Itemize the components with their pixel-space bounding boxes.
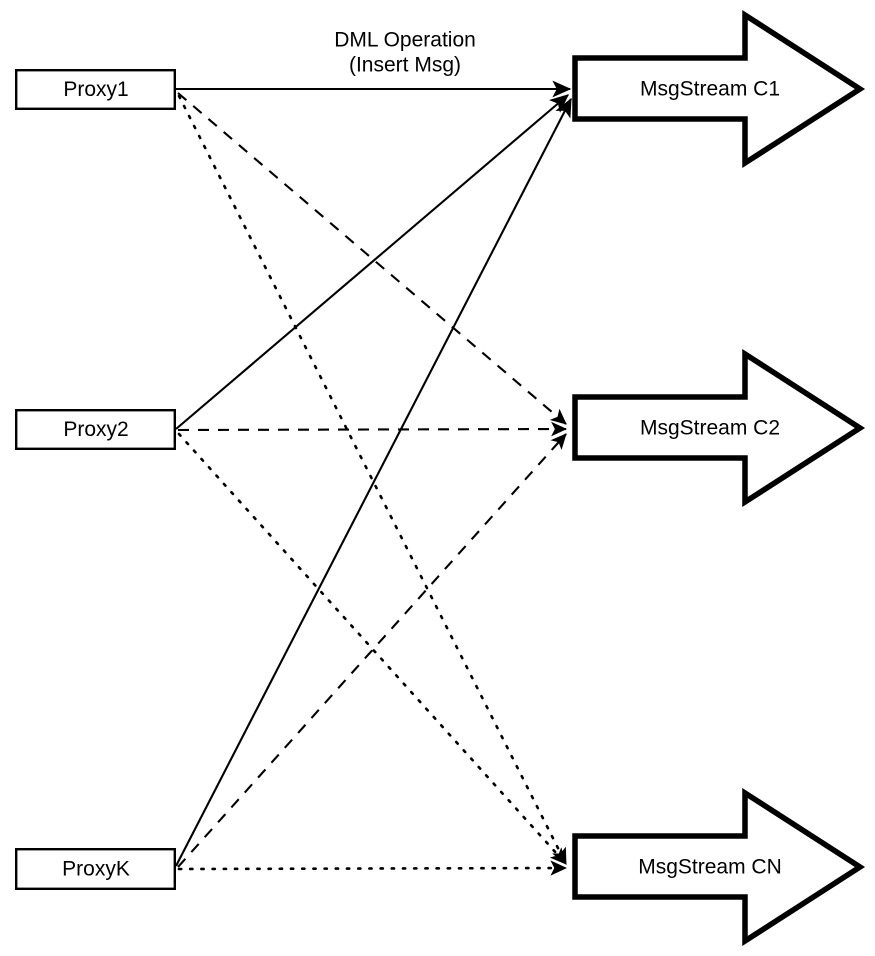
msgstream-c1-arrow-shape[interactable] (572, 9, 866, 169)
msgstream-c2-arrow-shape[interactable] (572, 348, 866, 508)
msgstream-c1-label: MsgStream C1 (640, 78, 780, 101)
edge-label-line1: DML Operation (334, 29, 476, 52)
msgstream-c2-label: MsgStream C2 (640, 417, 780, 440)
connection-proxy2-to-msgstream-c1 (175, 94, 569, 430)
proxyk-box[interactable] (15, 848, 177, 891)
connection-proxyk-to-msgstream-c2 (177, 433, 567, 868)
proxy1-box[interactable] (15, 68, 177, 110)
msgstream-cn-label: MsgStream CN (638, 856, 782, 879)
msgstream-node-cn[interactable]: MsgStream CN (572, 787, 866, 947)
connection-proxy2-to-msgstream-cn (177, 432, 568, 866)
connection-proxyk-to-msgstream-c1 (175, 97, 572, 867)
msgstream-node-c1[interactable]: MsgStream C1 (572, 9, 866, 169)
proxy2-label: Proxy2 (63, 418, 128, 441)
connections-layer (175, 80, 572, 876)
proxy1-label: Proxy1 (63, 78, 128, 101)
msgstream-node-c2[interactable]: MsgStream C2 (572, 348, 866, 508)
proxy-node-proxyk[interactable]: ProxyK (15, 848, 177, 891)
connection-proxy2-to-msgstream-c2 (177, 421, 568, 437)
connection-proxyk-to-msgstream-cn (177, 860, 568, 876)
msgstream-cn-arrow-shape[interactable] (572, 787, 866, 947)
connection-proxy1-to-msgstream-c2 (177, 92, 567, 425)
edge-label-dml-operation: DML Operation (Insert Msg) (334, 29, 476, 77)
proxy-node-proxy1[interactable]: Proxy1 (15, 68, 177, 110)
proxy-node-proxy2[interactable]: Proxy2 (15, 409, 177, 451)
proxy2-box[interactable] (15, 409, 177, 451)
connection-proxy1-to-msgstream-cn (177, 94, 568, 866)
proxyk-label: ProxyK (62, 858, 130, 881)
edge-label-line2: (Insert Msg) (349, 54, 461, 77)
